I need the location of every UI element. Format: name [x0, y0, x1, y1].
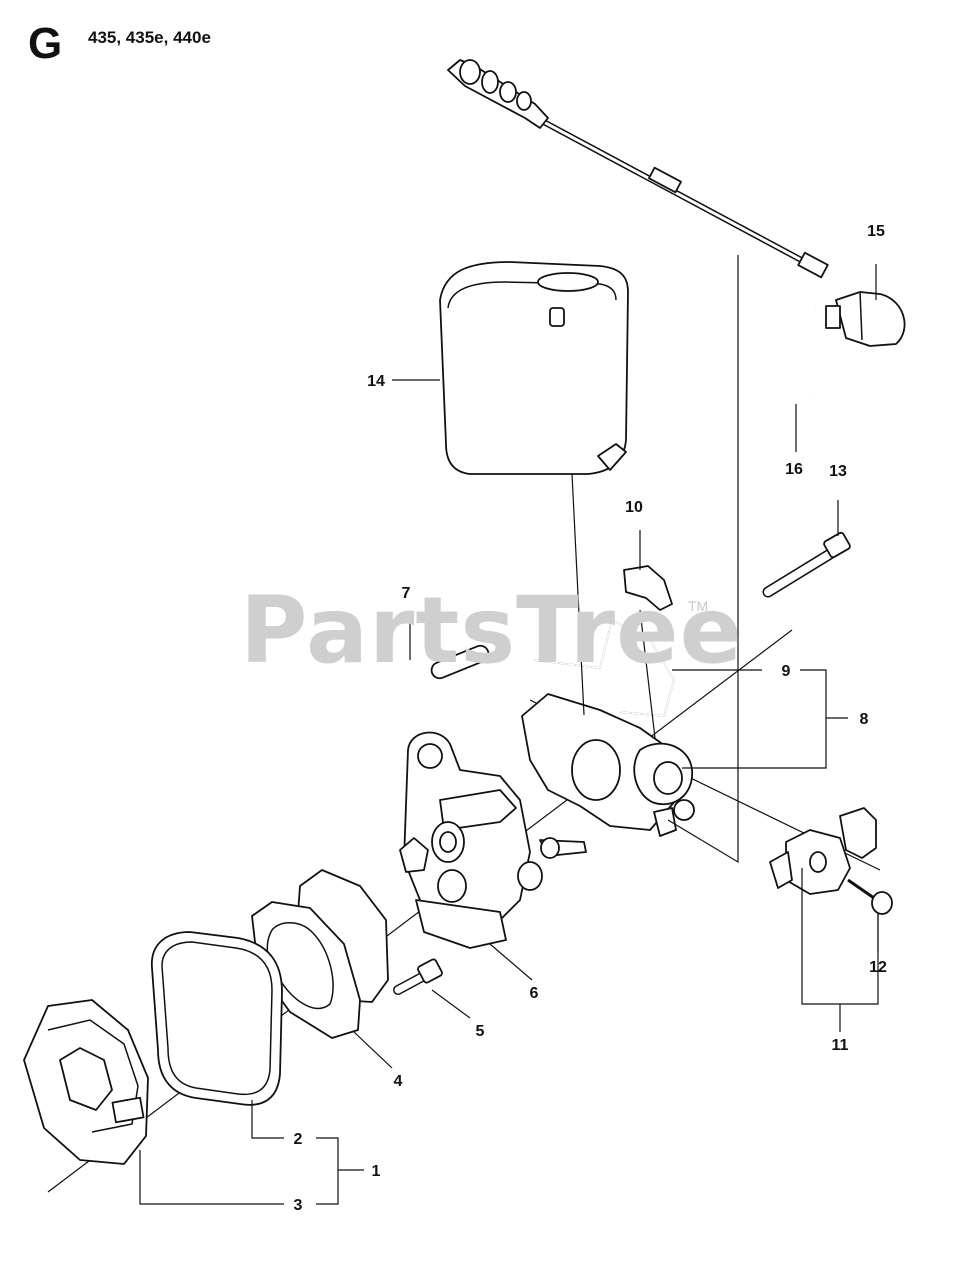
air-filter-holder[interactable]	[23, 999, 149, 1165]
callout-15: 15	[867, 223, 885, 240]
callout-7: 7	[402, 585, 411, 602]
section-letter: G	[28, 19, 63, 68]
leader-1-bracket	[316, 1137, 339, 1205]
choke-clip[interactable]	[623, 565, 673, 611]
callout-14: 14	[367, 373, 385, 390]
small-screw[interactable]	[847, 878, 893, 915]
callout-13: 13	[829, 463, 847, 480]
watermark: PartsTree	[240, 577, 743, 684]
leader-3	[139, 1150, 284, 1205]
callout-2: 2	[294, 1131, 303, 1148]
leader-4	[353, 1031, 393, 1069]
callout-16: 16	[785, 461, 803, 478]
watermark-trademark: TM	[688, 598, 709, 614]
callout-12: 12	[869, 959, 887, 976]
choke-rod[interactable]	[292, 643, 491, 730]
carburetor[interactable]	[403, 731, 587, 949]
throttle-cable[interactable]	[447, 59, 829, 279]
leader-14-axis	[571, 473, 585, 716]
intake-adapter[interactable]	[521, 693, 695, 837]
valve-assembly[interactable]	[769, 807, 877, 895]
leader-8-bracket	[682, 669, 827, 769]
leader-cable-frame	[667, 255, 739, 864]
model-list: 435, 435e, 440e	[88, 28, 211, 47]
short-screw[interactable]	[393, 958, 443, 995]
air-filter-cover[interactable]	[439, 261, 629, 475]
callout-8: 8	[860, 711, 869, 728]
callout-1: 1	[372, 1163, 381, 1180]
callout-11: 11	[832, 1037, 849, 1054]
callout-6: 6	[530, 985, 539, 1002]
air-filter-element[interactable]	[151, 931, 283, 1106]
leader-10-down	[639, 609, 656, 739]
callout-9: 9	[782, 663, 791, 680]
callout-10: 10	[625, 499, 643, 516]
callout-3: 3	[294, 1197, 303, 1214]
fuel-hose[interactable]	[771, 300, 816, 402]
long-screw[interactable]	[762, 531, 851, 598]
leader-5	[431, 989, 471, 1019]
leader-2	[251, 1100, 284, 1139]
leader-6	[489, 943, 533, 981]
callout-5: 5	[476, 1023, 485, 1040]
primer-bulb[interactable]	[825, 291, 906, 347]
callout-4: 4	[394, 1073, 403, 1090]
